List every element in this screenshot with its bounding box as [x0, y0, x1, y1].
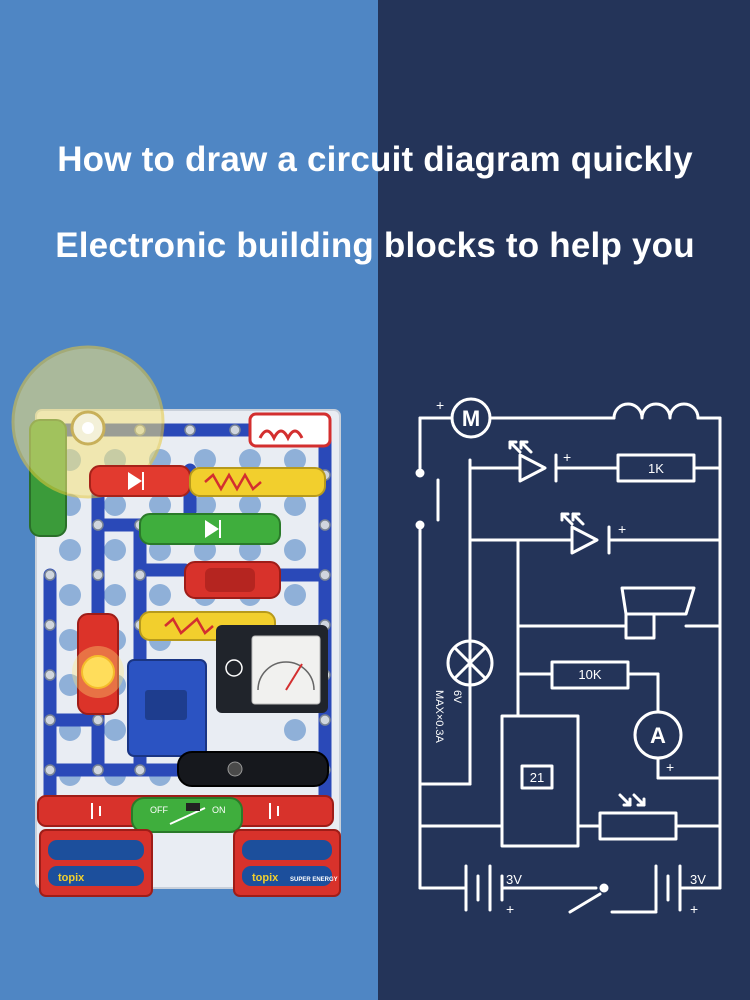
battery-brand-right: topix — [252, 872, 279, 884]
slide-switch-module — [131, 797, 243, 833]
lamp-bulb — [81, 655, 115, 689]
battery-brand-left: topix — [58, 872, 85, 884]
resistor-1k-module — [189, 467, 326, 497]
circuit-board-illustration: OFF ON topix topix SUPER ENERGY — [11, 345, 341, 897]
battery-compartment-right — [233, 829, 341, 897]
switch-on-label: ON — [212, 805, 226, 815]
headline-line-2: Electronic building blocks to help you — [55, 226, 695, 265]
battery-sub-right: SUPER ENERGY — [290, 877, 338, 883]
battery-compartment-left — [39, 829, 153, 897]
inductor-module — [248, 412, 332, 448]
switch-off-label: OFF — [150, 805, 168, 815]
photoresistor-module — [177, 751, 329, 787]
headline-line-1: How to draw a circuit diagram quickly — [57, 140, 693, 179]
